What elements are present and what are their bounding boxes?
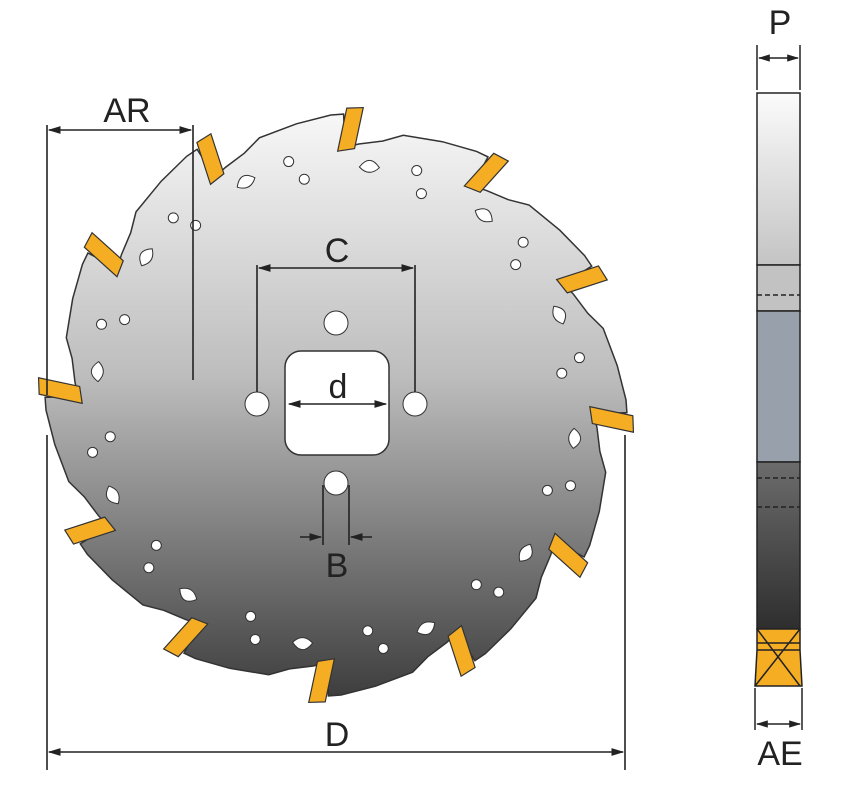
- insert: [196, 132, 225, 186]
- small-hole: [96, 318, 108, 330]
- small-hole: [541, 484, 553, 496]
- blade-side-view: [754, 45, 803, 730]
- small-hole: [150, 539, 162, 551]
- small-hole: [190, 219, 202, 231]
- small-hole: [573, 352, 585, 364]
- chip-slot: [179, 587, 198, 602]
- small-hole: [298, 173, 310, 185]
- label-c: C: [325, 232, 350, 270]
- side-hub-section: [756, 310, 801, 463]
- small-hole: [470, 579, 482, 591]
- small-hole: [377, 642, 389, 654]
- insert: [162, 617, 209, 658]
- chip-slot: [552, 305, 567, 325]
- chip-slot: [105, 485, 120, 505]
- chip-slot: [518, 543, 533, 562]
- label-ar: AR: [103, 92, 150, 130]
- small-hole: [249, 633, 261, 645]
- chip-slot: [236, 174, 256, 189]
- chip-slot: [291, 637, 314, 651]
- insert: [589, 405, 635, 434]
- label-b: B: [326, 547, 349, 585]
- pin-hole-right: [402, 391, 428, 417]
- insert: [307, 658, 336, 704]
- label-d-diameter: D: [325, 716, 350, 754]
- chip-slots: [90, 159, 582, 651]
- insert: [63, 516, 117, 545]
- small-hole: [362, 625, 374, 637]
- small-hole: [411, 165, 423, 177]
- label-p: P: [769, 4, 792, 42]
- blade-holes: [87, 156, 585, 654]
- insert: [336, 106, 365, 152]
- insert: [548, 532, 589, 579]
- insert: [447, 624, 476, 678]
- small-hole: [104, 431, 116, 443]
- chip-slot: [358, 159, 381, 173]
- chip-slot: [139, 248, 154, 267]
- insert: [37, 376, 83, 405]
- insert: [83, 231, 124, 278]
- chip-slot: [90, 360, 104, 383]
- pin-hole-bottom: [323, 470, 349, 496]
- small-hole: [283, 156, 295, 168]
- small-hole: [167, 212, 179, 224]
- insert: [555, 265, 609, 294]
- pin-hole-left: [244, 391, 270, 417]
- insert: [463, 152, 510, 193]
- small-hole: [415, 188, 427, 200]
- small-hole: [143, 562, 155, 574]
- small-hole: [119, 314, 131, 326]
- small-hole: [564, 480, 576, 492]
- small-hole: [556, 367, 568, 379]
- label-d-bore: d: [329, 368, 348, 406]
- small-hole: [87, 446, 99, 458]
- small-hole: [493, 586, 505, 598]
- small-hole: [510, 259, 522, 271]
- chip-slot: [474, 208, 493, 223]
- small-hole: [245, 610, 257, 622]
- pin-hole-top: [323, 310, 349, 336]
- label-ae: AE: [757, 735, 802, 773]
- dimension-lines: [46, 125, 626, 770]
- chip-slot: [568, 427, 582, 450]
- chip-slot: [416, 621, 436, 636]
- carbide-inserts: [37, 106, 635, 704]
- small-hole: [517, 236, 529, 248]
